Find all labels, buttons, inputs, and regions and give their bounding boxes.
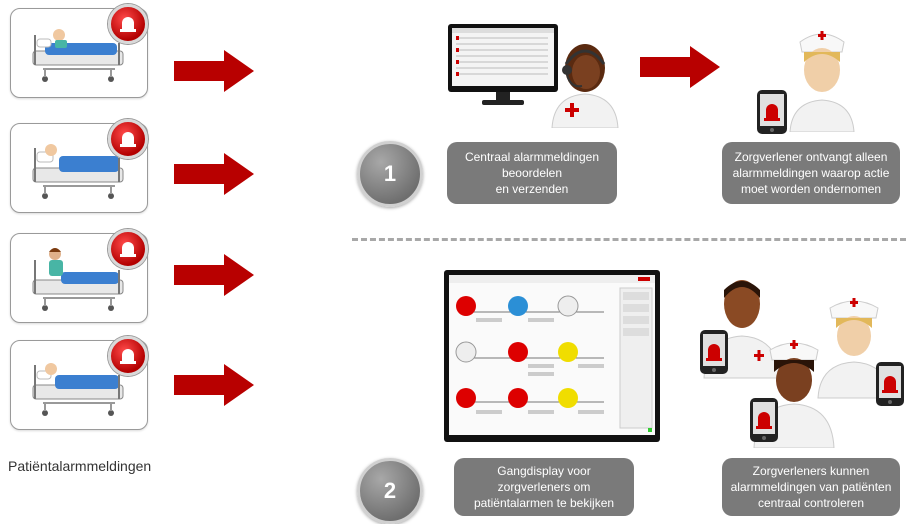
- alarm-light-icon: [108, 119, 148, 159]
- monitor-icon: [448, 24, 558, 105]
- arrow-right-icon: [174, 50, 254, 92]
- step1-left-line: Centraal alarmmeldingen: [464, 150, 600, 164]
- patient-bed-icon: [32, 29, 124, 82]
- step1-left-line: beoordelen: [501, 166, 563, 180]
- phone-alarm-icon: [757, 90, 787, 134]
- alarm-light-icon: [108, 336, 148, 376]
- arrow-right-icon: [174, 153, 254, 195]
- step-number-1: 1: [357, 141, 423, 207]
- nurse-icon: [551, 44, 619, 128]
- step1-right-textbox: Zorgverlener ontvangt alleen alarmmeldin…: [722, 142, 900, 204]
- step2-right-line: alarmmeldingen van patiënten: [730, 480, 892, 494]
- section-divider: [352, 238, 906, 241]
- step2-left-line: patiëntalarmen te bekijken: [473, 496, 615, 510]
- nurse-group-icon: [703, 280, 891, 448]
- nurse-icon: [789, 31, 855, 132]
- step2-left-textbox: Gangdisplay voor zorgverleners om patiën…: [454, 458, 634, 516]
- patient-bed-icon: [32, 248, 124, 311]
- phone-alarm-icon: [750, 398, 778, 442]
- step2-right-line: centraal controleren: [757, 496, 865, 510]
- step1-right-line: moet worden ondernomen: [740, 182, 882, 196]
- step1-right-line: alarmmeldingen waarop actie: [732, 166, 890, 180]
- step1-left-line: en verzenden: [495, 182, 569, 196]
- arrow-right-icon: [174, 254, 254, 296]
- phone-alarm-icon: [876, 362, 904, 406]
- alarm-light-icon: [108, 229, 148, 269]
- step2-left-line: Gangdisplay voor: [497, 464, 591, 478]
- step-number-2: 2: [357, 458, 423, 524]
- corridor-display-icon: [444, 270, 660, 442]
- patient-card-2: [10, 123, 148, 213]
- arrow-right-icon: [640, 46, 720, 88]
- patient-alarms-caption: Patiëntalarmmeldingen: [8, 458, 152, 474]
- step1-right-line: Zorgverlener ontvangt alleen: [734, 150, 888, 164]
- phone-alarm-icon: [700, 330, 728, 374]
- step2-right-line: Zorgverleners kunnen: [752, 464, 870, 478]
- alarm-light-icon: [108, 4, 148, 44]
- patient-bed-icon: [32, 144, 124, 199]
- patient-bed-icon: [32, 363, 124, 416]
- step2-right-textbox: Zorgverleners kunnen alarmmeldingen van …: [722, 458, 900, 516]
- step2-left-line: zorgverleners om: [497, 480, 591, 494]
- arrow-right-icon: [174, 364, 254, 406]
- step1-left-textbox: Centraal alarmmeldingen beoordelen en ve…: [447, 142, 617, 204]
